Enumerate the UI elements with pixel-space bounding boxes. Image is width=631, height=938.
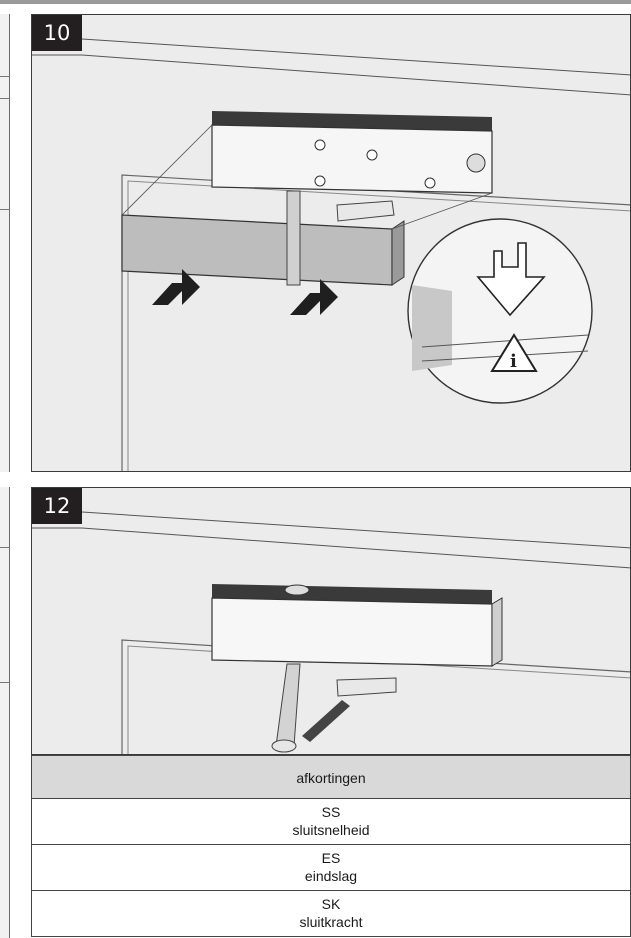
abbreviation-row: SK sluitkracht <box>31 891 631 937</box>
abbreviation-code: SS <box>321 804 341 820</box>
push-arrow-icon <box>152 269 200 305</box>
abbreviation-row: SS sluitsnelheid <box>31 799 631 845</box>
step-number-badge: 10 <box>32 15 82 51</box>
abbreviation-meaning: sluitkracht <box>299 914 363 930</box>
info-warning-icon <box>490 333 538 372</box>
adjacent-panel-edge-bottom <box>0 487 10 938</box>
step-12-panel: 12 <box>31 487 631 755</box>
abbreviation-row: ES eindslag <box>31 845 631 891</box>
abbreviation-code: ES <box>321 850 341 866</box>
push-arrow-icon <box>290 279 338 315</box>
abbreviation-code: SK <box>321 896 341 912</box>
step-12-illustration <box>32 488 630 754</box>
abbreviations-table: afkortingen SS sluitsnelheid ES eindslag… <box>31 755 631 937</box>
step-10-panel: i 10 <box>31 14 631 472</box>
abbreviation-meaning: sluitsnelheid <box>292 822 370 838</box>
adjacent-panel-edge-top <box>0 14 10 472</box>
step-number-badge: 12 <box>32 488 82 524</box>
svg-text:i: i <box>510 351 517 372</box>
arrow-down-icon <box>476 242 546 317</box>
abbreviation-meaning: eindslag <box>304 868 358 884</box>
top-rule <box>0 0 631 4</box>
step-10-illustration: i <box>32 15 630 471</box>
abbreviations-header: afkortingen <box>31 755 631 799</box>
